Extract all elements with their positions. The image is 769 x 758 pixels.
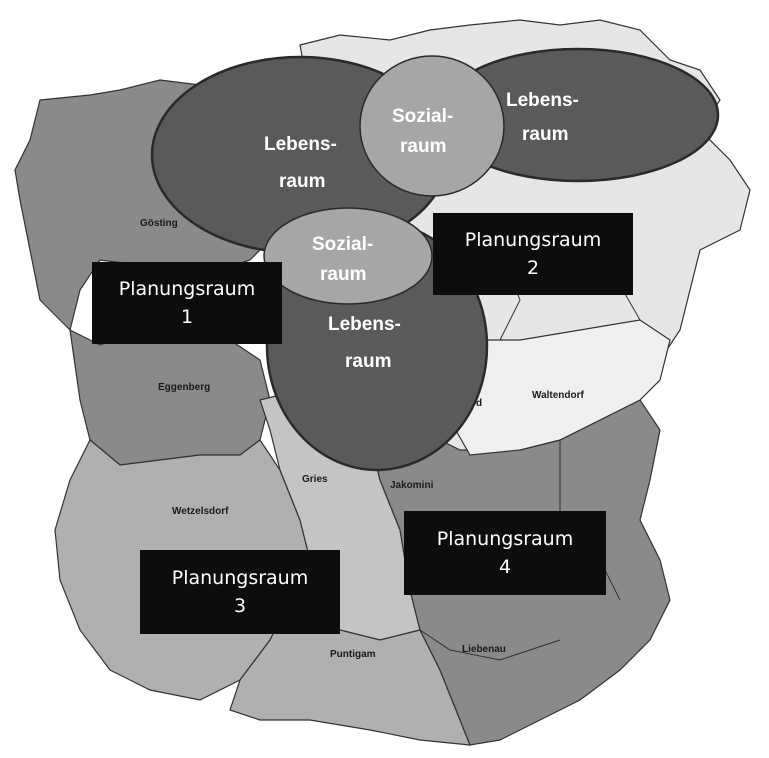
planungsraum-1-name: Planungsraum: [118, 278, 256, 300]
planungsraum-2-box: Planungsraum 2: [433, 213, 633, 295]
district-label-puntigam: Puntigam: [330, 649, 376, 660]
district-boundary: [419, 629, 561, 661]
district-label-jakomini: Jakomini: [390, 480, 434, 491]
district-label-gries: Gries: [302, 474, 328, 485]
planungsraum-3-number: 3: [233, 595, 247, 617]
planungsraum-1-number: 1: [180, 306, 194, 328]
planungsraum-3-name: Planungsraum: [171, 567, 309, 589]
sozialraum-center-circle: [263, 207, 433, 305]
district-eggenberg: [69, 328, 271, 466]
planungsraum-1-box: Planungsraum 1: [92, 262, 282, 344]
lebensraum-right-label-line1: Lebens-: [506, 90, 579, 111]
lebensraum-center-label-line2: raum: [345, 351, 391, 372]
sozialraum-top-label-line2: raum: [400, 136, 446, 157]
lebensraum-center-label-line1: Lebens-: [328, 314, 401, 335]
planungsraum-2-name: Planungsraum: [464, 229, 602, 251]
planungsraum-2-number: 2: [526, 257, 540, 279]
district-label-liebenau: Liebenau: [462, 644, 506, 655]
sozialraum-center-label-line2: raum: [320, 264, 366, 285]
lebensraum-left-label-line1: Lebens-: [264, 134, 337, 155]
district-label-wetzelsdorf: Wetzelsdorf: [172, 506, 229, 517]
district-label-waltendorf: Waltendorf: [532, 390, 585, 401]
planungsraum-3-box: Planungsraum 3: [140, 550, 340, 634]
planungsraum-4-box: Planungsraum 4: [404, 511, 606, 595]
lebensraum-left-label-line2: raum: [279, 171, 325, 192]
lebensraum-right-label-line2: raum: [522, 124, 568, 145]
district-label-eggenberg: Eggenberg: [158, 382, 210, 393]
planungsraum-4-number: 4: [498, 556, 512, 578]
sozialraum-top-circle: [359, 55, 505, 197]
sozialraum-center-label-line1: Sozial-: [312, 234, 373, 255]
district-label-partial: d: [476, 398, 482, 409]
district-label-goesting: Gösting: [140, 218, 178, 229]
planungsraum-4-name: Planungsraum: [436, 528, 574, 550]
sozialraum-top-label-line1: Sozial-: [392, 106, 453, 127]
